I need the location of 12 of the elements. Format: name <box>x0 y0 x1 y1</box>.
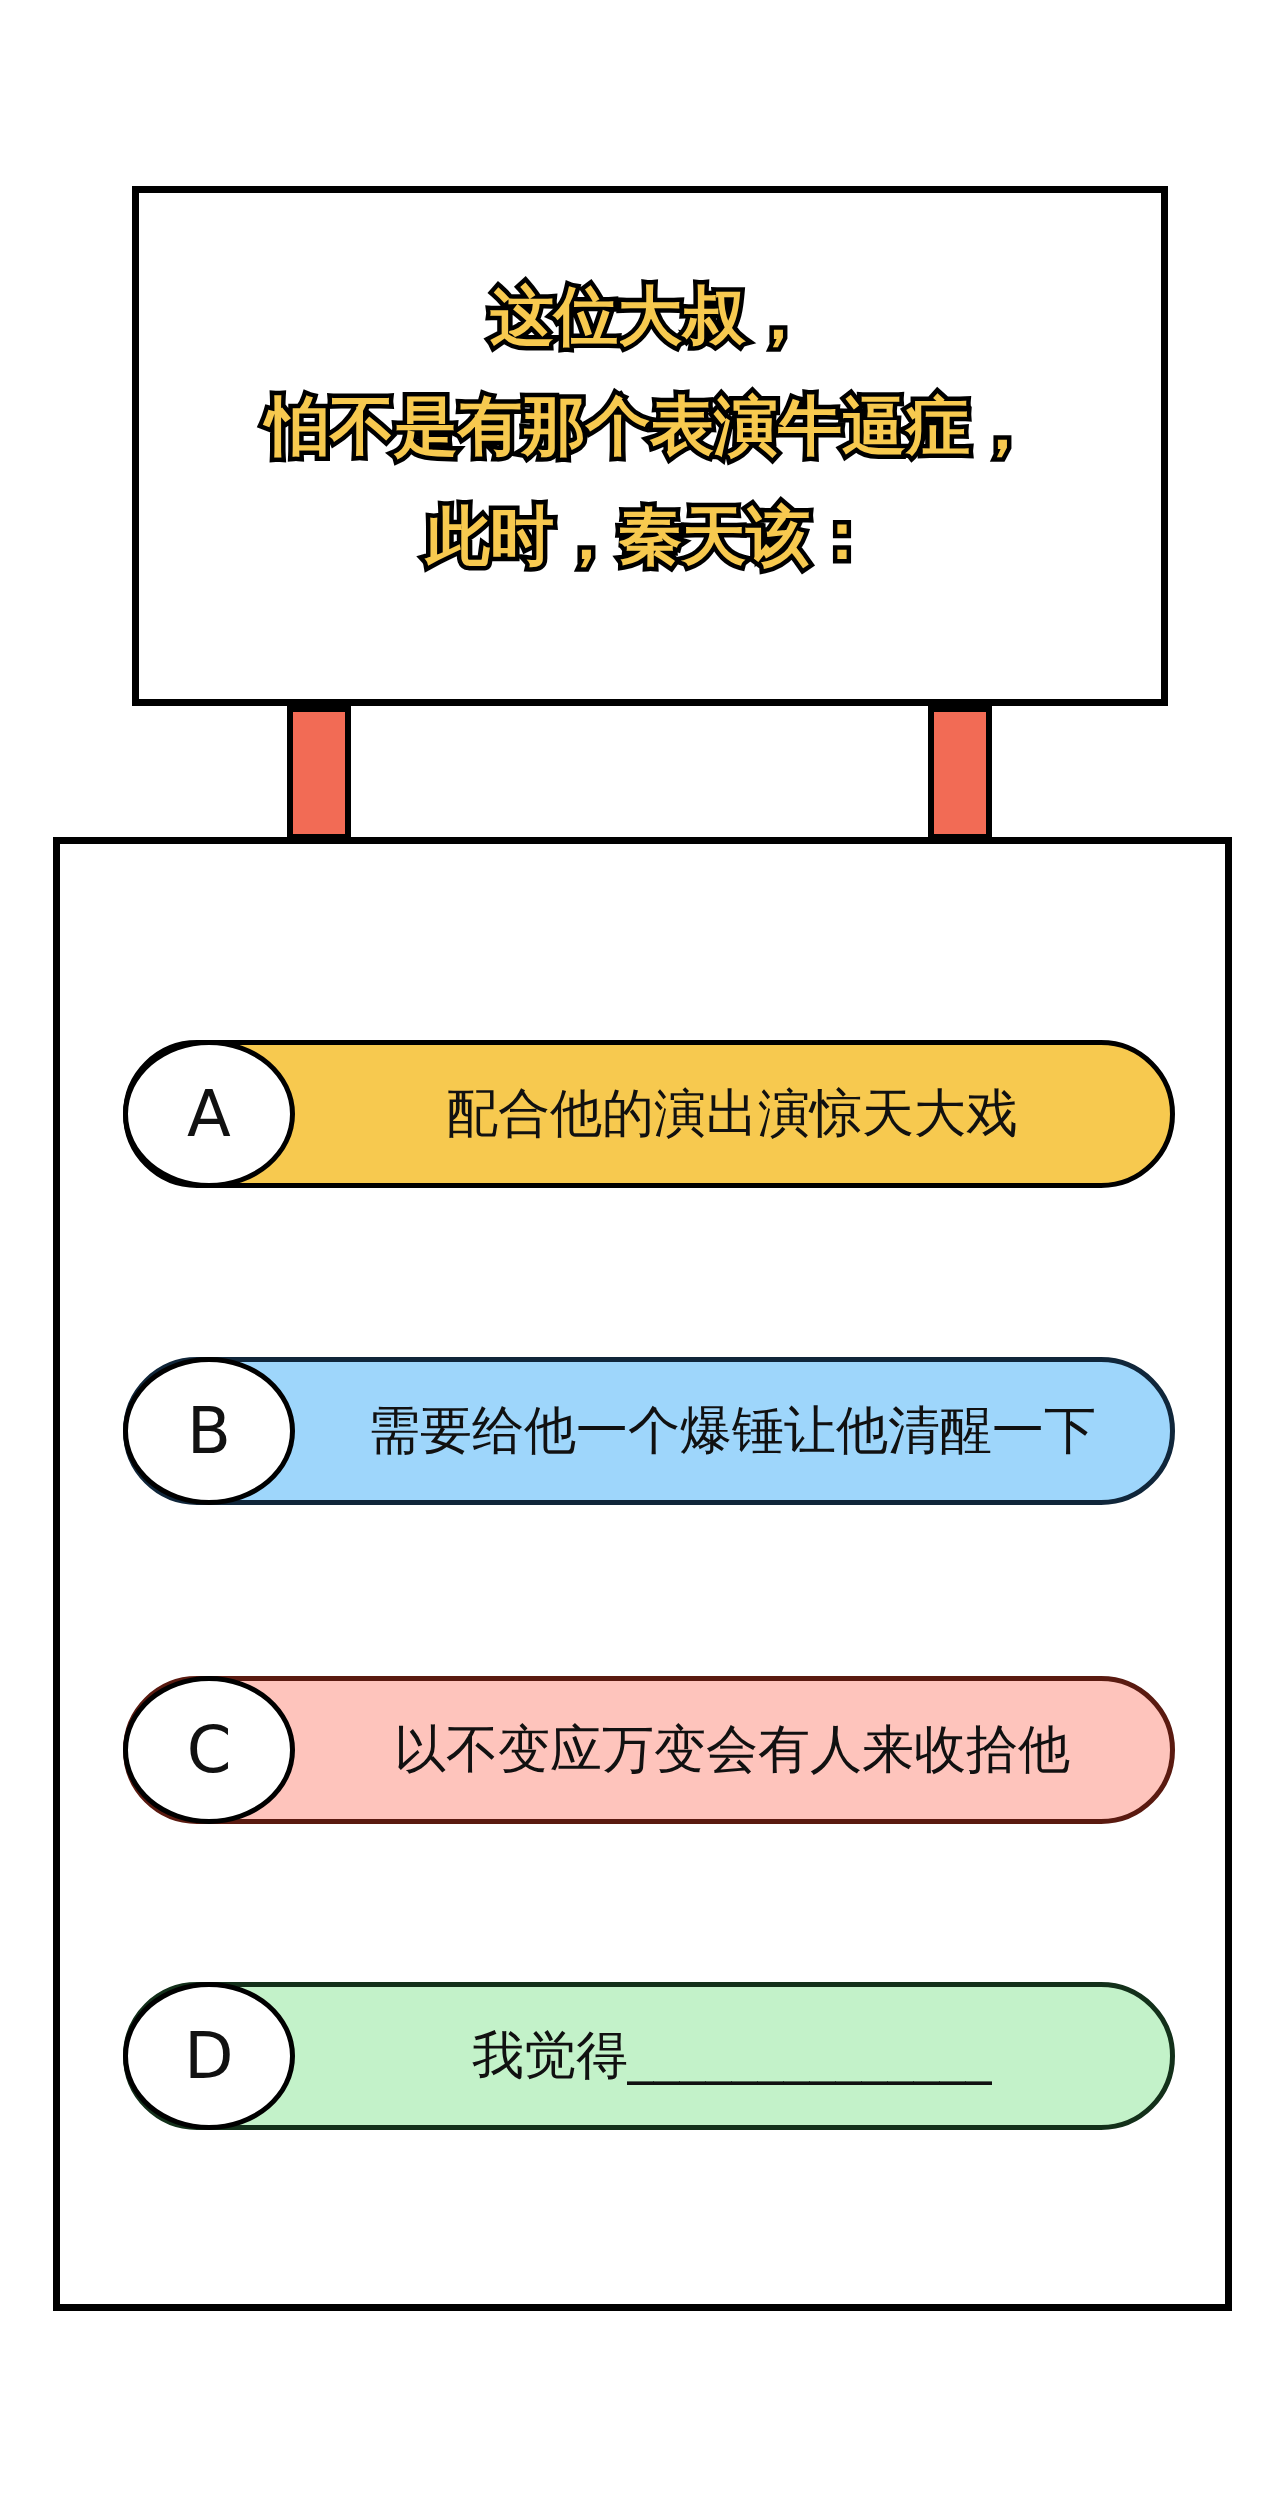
option-text: 需要给他一个爆锤让他清醒一下 <box>366 1399 1097 1462</box>
sign-board <box>132 186 1168 706</box>
option-text: 我觉得______________ <box>470 2024 993 2087</box>
option-letter: B <box>123 1357 295 1505</box>
answer-panel <box>53 837 1232 2311</box>
option-text: 配合他的演出演惊天大戏 <box>444 1082 1019 1145</box>
option-letter: C <box>123 1676 295 1824</box>
option-text: 以不变应万变会有人来收拾他 <box>392 1718 1071 1781</box>
title-line: 这位大叔， <box>489 278 811 355</box>
option-letter: D <box>123 1982 295 2130</box>
title-line: 怕不是有那个表演牛逼症， <box>139 371 1161 481</box>
title-line: 此时，秦天该： <box>423 498 875 575</box>
